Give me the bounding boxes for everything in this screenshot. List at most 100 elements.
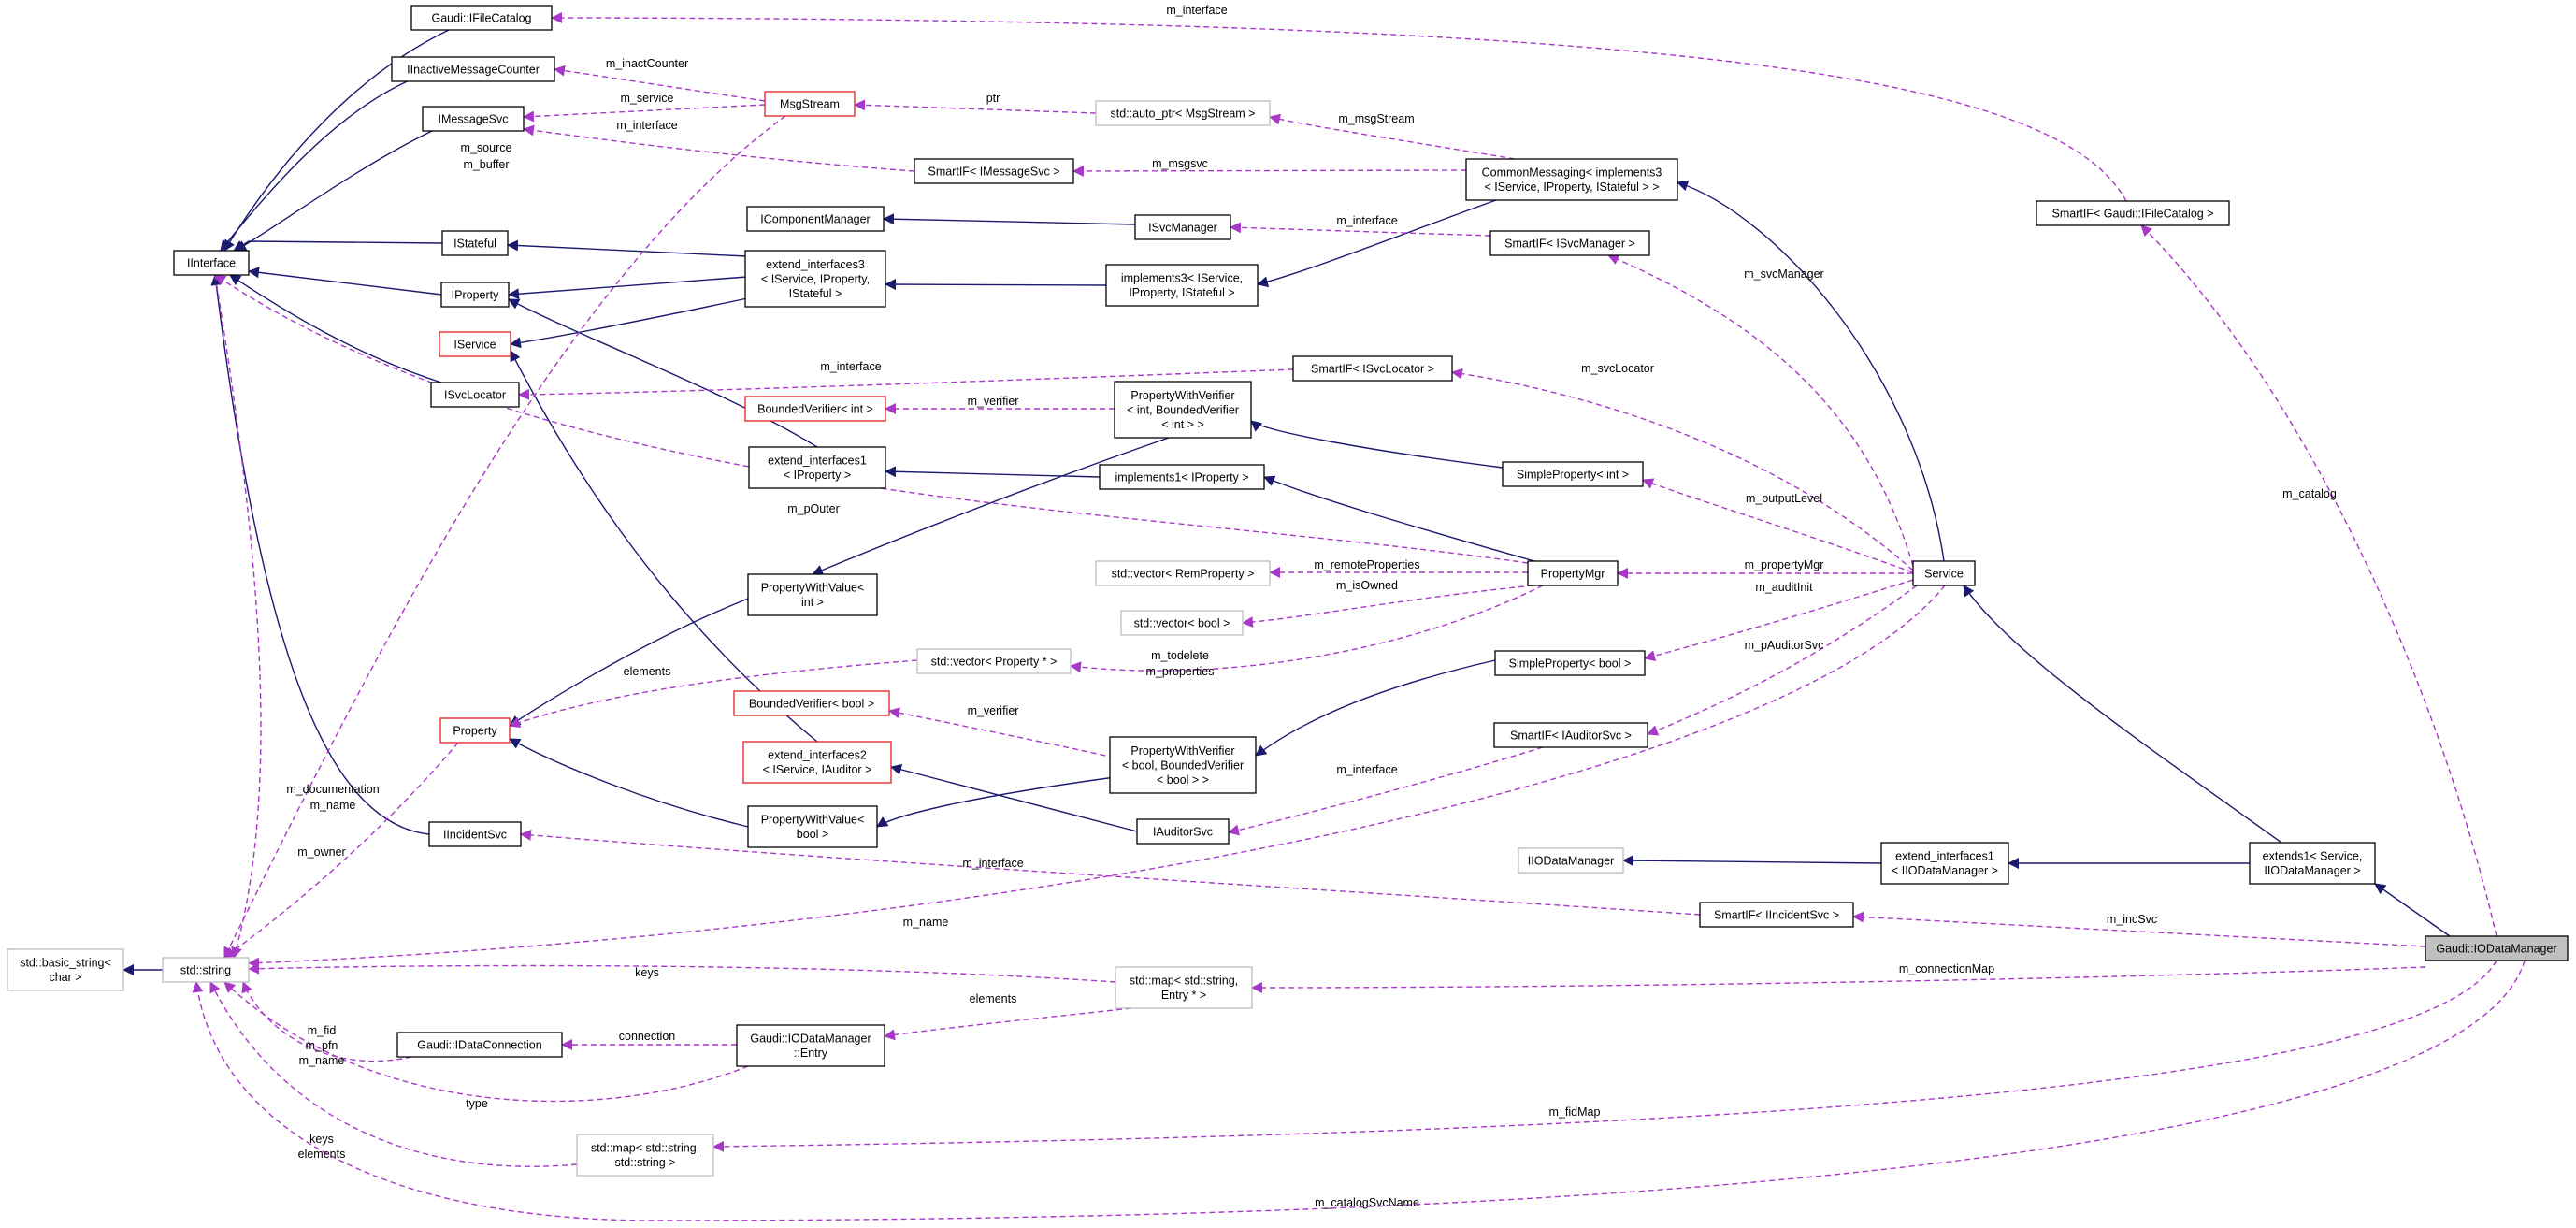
class-node-label: std::auto_ptr< MsgStream > (1111, 107, 1256, 120)
class-node-smartif-iauditorsvc[interactable]: SmartIF< IAuditorSvc > (1493, 722, 1648, 748)
class-node-box (1518, 847, 1624, 874)
edge-label-m-documentation: m_documentation (286, 783, 379, 796)
class-node-auto-ptr-msgstream[interactable]: std::auto_ptr< MsgStream > (1095, 100, 1271, 126)
usage-edge (1072, 165, 1467, 177)
class-node-box (1105, 264, 1259, 307)
class-node-vector-bool[interactable]: std::vector< bool > (1120, 610, 1244, 636)
class-node-label: extend_interfaces2 (768, 749, 867, 762)
class-node-property[interactable]: Property (439, 717, 511, 744)
class-node-iodatamanager-entry[interactable]: Gaudi::IODataManager::Entry (736, 1024, 885, 1067)
class-node-box (747, 573, 878, 616)
class-node-simpleproperty-bool[interactable]: SimpleProperty< bool > (1494, 650, 1646, 676)
class-node-extend-interfaces3[interactable]: extend_interfaces3< IService, IProperty,… (744, 250, 886, 308)
class-node-implements3[interactable]: implements3< IService,IProperty, IStatef… (1105, 264, 1259, 307)
nodes-layer: Gaudi::IFileCatalogIInactiveMessageCount… (7, 5, 2569, 1177)
edge-label-m-verifier-bool: m_verifier (968, 704, 1019, 717)
class-node-label: std::vector< RemProperty > (1112, 567, 1255, 580)
edge-label-m-interface-svcloc: m_interface (820, 360, 881, 373)
class-node-std-string[interactable]: std::string (162, 957, 250, 983)
edge-label-m-interface-auditor: m_interface (1336, 763, 1397, 776)
class-node-box (396, 1032, 563, 1058)
class-node-smartif-isvcmanager[interactable]: SmartIF< ISvcManager > (1489, 230, 1650, 256)
inheritance-edge (509, 598, 749, 727)
inheritance-edge (885, 466, 1101, 478)
class-node-boundedverifier-int[interactable]: BoundedVerifier< int > (744, 396, 886, 422)
edge-label-m-interface-incident: m_interface (962, 857, 1023, 870)
class-node-label: PropertyWithValue< (761, 814, 865, 827)
class-node-box (430, 382, 520, 408)
class-node-extend-interfaces1-iproperty[interactable]: extend_interfaces1< IProperty > (748, 446, 886, 489)
inheritance-edge (1257, 199, 1497, 288)
class-node-label: std::map< std::string, (591, 1142, 699, 1155)
class-node-iiodatamanager[interactable]: IIODataManager (1518, 847, 1624, 874)
class-node-msgstream[interactable]: MsgStream (764, 91, 856, 117)
class-node-map-string-string[interactable]: std::map< std::string,std::string > (576, 1134, 714, 1177)
class-node-istateful[interactable]: IStateful (441, 230, 509, 256)
class-node-propertywithverifier-int[interactable]: PropertyWithVerifier< int, BoundedVerifi… (1114, 381, 1252, 439)
class-node-iodatamanager[interactable]: Gaudi::IODataManager (2425, 935, 2569, 961)
class-node-iproperty[interactable]: IProperty (440, 282, 510, 308)
inheritance-edge (509, 738, 749, 828)
class-node-label: Service (1924, 567, 1964, 580)
class-node-iauditorsvc[interactable]: IAuditorSvc (1136, 818, 1230, 845)
edge-label-m-verifier-int: m_verifier (968, 395, 1019, 408)
usage-edge (192, 960, 2526, 1221)
class-node-iinactivemessagecounter[interactable]: IInactiveMessageCounter (391, 56, 555, 82)
inheritance-edge (876, 775, 1123, 828)
class-node-smartif-iincidentsvc[interactable]: SmartIF< IIncidentSvc > (1699, 902, 1854, 928)
class-node-commonmessaging[interactable]: CommonMessaging< implements3< IService, … (1465, 158, 1678, 201)
class-node-simpleproperty-int[interactable]: SimpleProperty< int > (1502, 461, 1644, 487)
class-node-box (439, 331, 511, 357)
class-node-iservice[interactable]: IService (439, 331, 511, 357)
class-node-propertywithvalue-bool[interactable]: PropertyWithValue<bool > (747, 805, 878, 848)
inheritance-edge (510, 296, 753, 349)
edge-label-m-pouter: m_pOuter (787, 502, 840, 515)
edge-label-m-fid: m_fid (308, 1024, 337, 1037)
class-node-extend-interfaces2[interactable]: extend_interfaces2< IService, IAuditor > (742, 741, 892, 784)
class-node-ifilecatalog[interactable]: Gaudi::IFileCatalog (410, 5, 553, 31)
class-node-box (1880, 842, 2009, 885)
class-node-smartif-imessagesvc[interactable]: SmartIF< IMessageSvc > (914, 158, 1074, 184)
edge-label-m-catalogsvcname: m_catalogSvcName (1315, 1196, 1419, 1209)
usage-edge (1607, 253, 1914, 567)
class-node-iinterface[interactable]: IInterface (173, 250, 250, 276)
class-node-imessagesvc[interactable]: IMessageSvc (422, 106, 525, 132)
class-node-map-string-entry[interactable]: std::map< std::string,Entry * > (1115, 966, 1253, 1009)
class-node-extends1[interactable]: extends1< Service,IIODataManager > (2249, 842, 2376, 885)
class-node-boundedverifier-bool[interactable]: BoundedVerifier< bool > (733, 690, 890, 716)
inheritance-edge (508, 276, 748, 300)
edge-label-m-incsvc: m_incSvc (2107, 913, 2157, 926)
usage-edge (209, 981, 578, 1167)
class-node-label: PropertyMgr (1541, 567, 1605, 580)
class-node-vector-remproperty[interactable]: std::vector< RemProperty > (1095, 560, 1271, 586)
class-node-vector-property-ptr[interactable]: std::vector< Property * > (916, 648, 1072, 674)
class-node-label: Gaudi::IODataManager (750, 1033, 871, 1046)
class-node-label: std::vector< bool > (1134, 616, 1230, 629)
class-node-smartif-ifilecatalog[interactable]: SmartIF< Gaudi::IFileCatalog > (2036, 200, 2230, 226)
class-node-basic-string[interactable]: std::basic_string<char > (7, 948, 124, 991)
class-node-label: std::string > (615, 1156, 676, 1169)
class-node-idataconnection[interactable]: Gaudi::IDataConnection (396, 1032, 563, 1058)
usage-edge (518, 368, 1294, 400)
class-node-box (914, 158, 1074, 184)
class-node-label: std::string (180, 963, 231, 976)
class-node-isvcmanager[interactable]: ISvcManager (1134, 214, 1231, 240)
class-node-smartif-isvclocator[interactable]: SmartIF< ISvcLocator > (1292, 355, 1453, 382)
edge-label-keys-ss: keys (309, 1133, 334, 1146)
edge-label-m-svclocator: m_svcLocator (1581, 362, 1654, 375)
inheritance-edge (1677, 180, 1945, 562)
inheritance-edge (890, 763, 1138, 832)
class-node-propertywithvalue-int[interactable]: PropertyWithValue<int > (747, 573, 878, 616)
class-node-extend-interfaces1-iiodatamanager[interactable]: extend_interfaces1< IIODataManager > (1880, 842, 2009, 885)
class-node-implements1-iproperty[interactable]: implements1< IProperty > (1099, 464, 1265, 490)
class-node-service[interactable]: Service (1912, 560, 1976, 586)
class-node-icomponentmanager[interactable]: IComponentManager (746, 206, 885, 232)
class-node-propertymgr[interactable]: PropertyMgr (1527, 560, 1619, 586)
class-node-propertywithverifier-bool[interactable]: PropertyWithVerifier< bool, BoundedVerif… (1109, 736, 1257, 794)
class-node-isvclocator[interactable]: ISvcLocator (430, 382, 520, 408)
class-node-box (2036, 200, 2230, 226)
class-node-iincidentsvc[interactable]: IIncidentSvc (428, 821, 522, 847)
edge-label-m-interface-top: m_interface (1166, 4, 1227, 17)
class-node-box (1527, 560, 1619, 586)
